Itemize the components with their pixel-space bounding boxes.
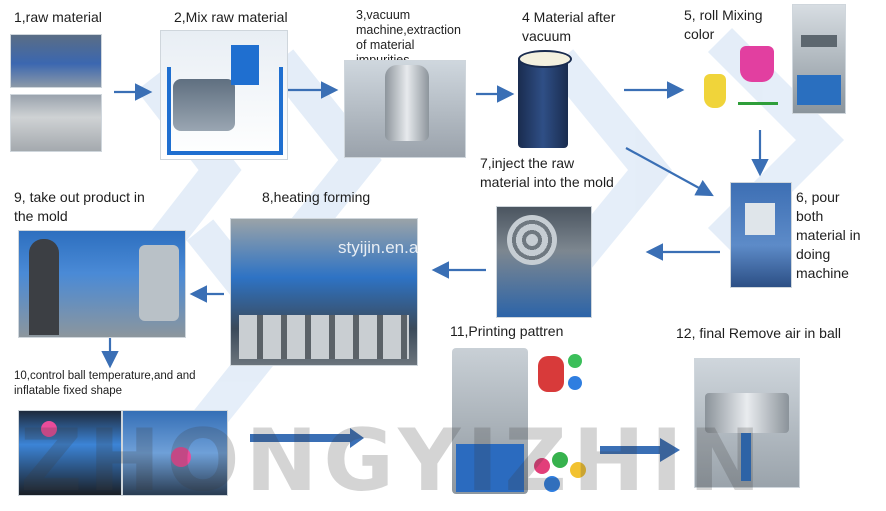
printer-base (456, 444, 524, 492)
raw-material-photo-top (10, 34, 102, 88)
red-horse-toy (538, 356, 564, 392)
inject-mold-photo (496, 206, 592, 318)
step-10-label: 10,control ball temperature,and and infl… (14, 370, 196, 397)
ball-icon (552, 452, 568, 468)
pink-ball (41, 421, 57, 437)
step-12-label: 12, final Remove air in ball (676, 325, 841, 341)
barrel-body (518, 56, 568, 148)
pouring-machine-photo (730, 182, 792, 288)
green-line (738, 102, 778, 105)
vacuum-tank (385, 65, 429, 141)
mixer-tank (173, 79, 235, 131)
roller (801, 35, 837, 47)
pink-bucket (740, 46, 774, 82)
mold-plates (239, 315, 409, 359)
ball-icon (534, 458, 550, 474)
step-7-label: 7,inject the raw material into the mold (480, 155, 614, 190)
printed-balls-photo (532, 350, 590, 406)
remove-air-machine-photo (694, 358, 800, 488)
arrow-right-icon (250, 428, 364, 448)
step-9-label: 9, take out product in the mold (14, 189, 145, 224)
take-out-product-photo (18, 230, 186, 338)
blue-ball (568, 376, 582, 390)
inflated-ball (171, 447, 191, 467)
step-6-label: 6, pour both material in doing machine (796, 189, 861, 281)
heating-forming-photo (230, 218, 418, 366)
barrel-top (518, 50, 572, 68)
roll-mixer-photo (792, 4, 846, 114)
arrow-right-icon (600, 438, 680, 462)
colored-balls (530, 452, 590, 498)
mold-balls (507, 215, 557, 265)
step-5-label: 5, roll Mixing color (684, 7, 763, 42)
temperature-control-photo-left (18, 410, 122, 496)
blue-post (741, 433, 751, 481)
temperature-control-photo-right (122, 410, 228, 496)
vacuum-machine-photo (344, 60, 466, 158)
step-8-label: 8,heating forming (262, 189, 371, 205)
mold-wheel (139, 245, 179, 321)
ball-icon (570, 462, 586, 478)
brand-watermark: ZHONGYIZHIN (20, 411, 767, 511)
alibaba-url-watermark: styijin.en.alibaba.com (338, 238, 501, 257)
step-11-label: 11,Printing pattren (450, 323, 564, 339)
roller-base (797, 75, 841, 105)
mixer-frame (167, 67, 283, 155)
arrow-diagonal-icon (625, 147, 714, 197)
material-barrel-photo (518, 50, 572, 150)
worker (29, 239, 59, 335)
mixer-box (231, 45, 259, 85)
yellow-bag (704, 74, 726, 108)
green-ball (568, 354, 582, 368)
pouring-head (745, 203, 775, 235)
ball-icon (544, 476, 560, 492)
color-mixing-photo (700, 40, 782, 120)
steel-basin (705, 393, 789, 433)
step-2-label: 2,Mix raw material (174, 9, 288, 25)
mixer-machine-photo (160, 30, 288, 160)
step-4-label: 4 Material after vacuum (522, 9, 616, 44)
step-1-label: 1,raw material (14, 9, 102, 25)
printing-machine-photo (452, 348, 528, 494)
raw-material-photo-bottom (10, 94, 102, 152)
